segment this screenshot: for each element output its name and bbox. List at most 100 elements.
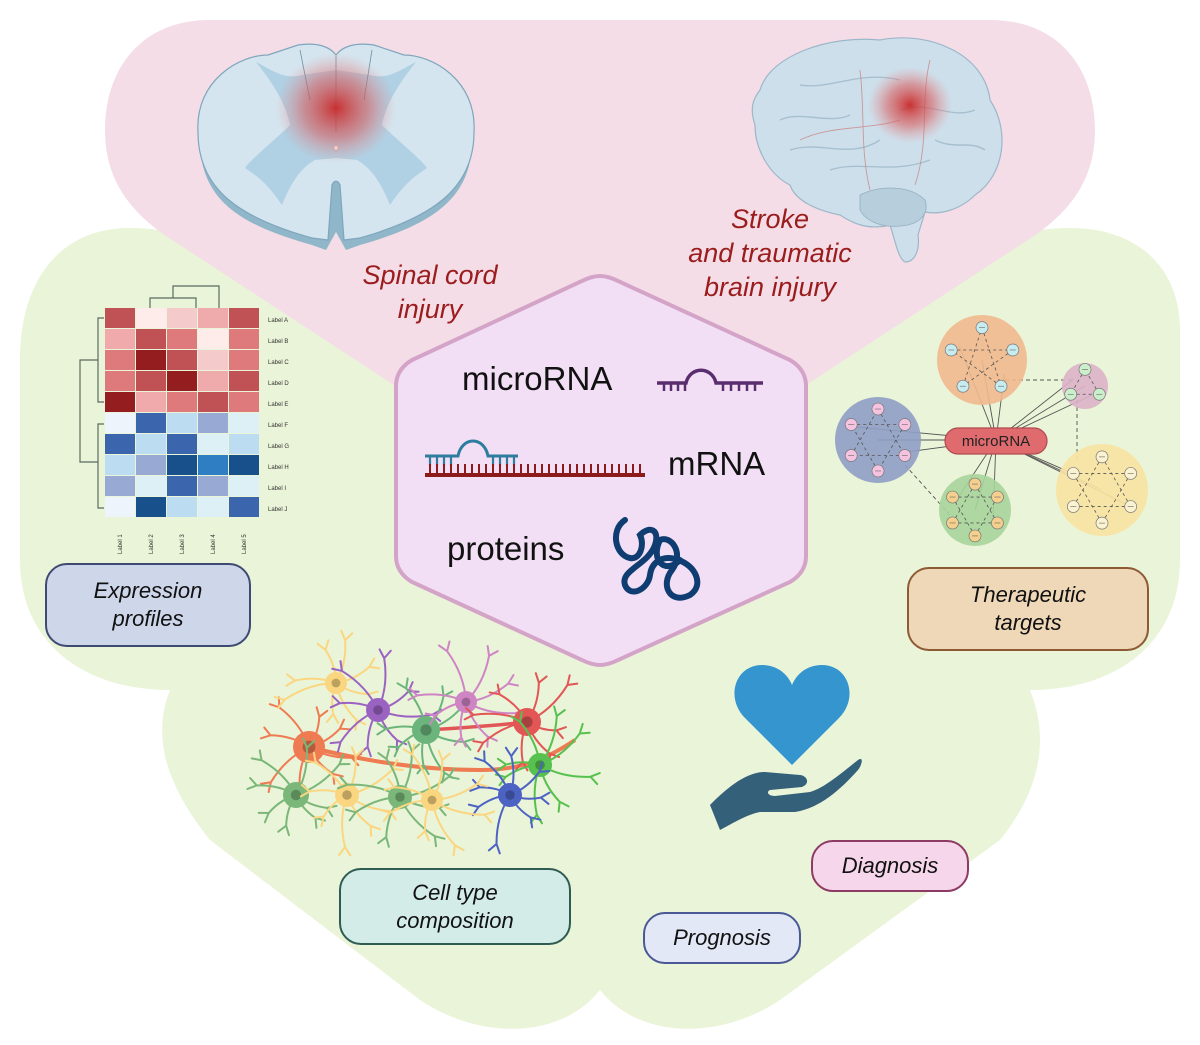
brain-illustration (751, 37, 1003, 263)
heatmap-cell (105, 392, 135, 412)
heatmap-cell (229, 413, 259, 433)
mrna-icon (425, 439, 645, 477)
heatmap-cell (198, 455, 228, 475)
expression-line1: Expression (93, 578, 203, 603)
neuron-soma (455, 691, 477, 713)
neuron-soma (513, 708, 541, 736)
neuron-nucleus (342, 790, 352, 800)
protein-icon (613, 517, 701, 601)
heatmap-cell (136, 413, 166, 433)
heatmap-cell (167, 497, 197, 517)
heatmap-cell (229, 392, 259, 412)
neuron-soma (325, 672, 347, 694)
diagnosis-label: Diagnosis (841, 853, 939, 878)
neuron-soma (388, 785, 412, 809)
heatmap-row-label: Label A (268, 318, 288, 324)
center-microrna-label: microRNA (462, 360, 613, 397)
heatmap-cell (105, 413, 135, 433)
center-mrna-label: mRNA (668, 445, 766, 482)
expression-line2: profiles (112, 606, 184, 631)
neuron-soma (335, 783, 359, 807)
microrna-icon (657, 368, 763, 391)
heatmap-row-label: Label E (268, 402, 288, 408)
heatmap-col-label: Label 3 (180, 534, 186, 554)
heatmap-cell (105, 476, 135, 496)
network-edge (1070, 369, 1086, 395)
heatmap-cell (105, 497, 135, 517)
heatmap-cell (105, 329, 135, 349)
heatmap-cell (198, 371, 228, 391)
heatmap-cell (167, 434, 197, 454)
network-edge (962, 349, 1014, 387)
expression-profiles-box: Expression profiles (45, 563, 251, 647)
brain-line3: brain injury (703, 272, 837, 302)
network-hub-label: microRNA (962, 433, 1030, 450)
heatmap-row-label: Label F (268, 423, 288, 429)
spinal-cord-injury-label: Spinal cord injury (330, 258, 530, 326)
network-edge (950, 349, 1002, 387)
heatmap-row-label: Label C (268, 360, 289, 366)
dendrogram (79, 285, 220, 509)
celltype-line1: Cell type (412, 879, 498, 905)
diagnosis-box: Diagnosis (811, 840, 969, 892)
celltype-line2: composition (396, 907, 514, 933)
neuron-soma (421, 789, 443, 811)
heatmap-cell (229, 308, 259, 328)
heatmap-row-label: Label J (268, 507, 287, 513)
network-hub (944, 427, 1048, 455)
heart-hand-icon (710, 665, 862, 830)
neuron-soma (498, 783, 522, 807)
network-edge (1084, 369, 1100, 395)
neuron-soma (366, 698, 390, 722)
neuron-nucleus (420, 724, 432, 736)
heatmap-cell (136, 476, 166, 496)
neuron-nucleus (395, 792, 405, 802)
heatmap-cell (229, 350, 259, 370)
heatmap-col-label: Label 5 (242, 534, 248, 554)
neuron-soma (412, 716, 440, 744)
heatmap-cell (229, 329, 259, 349)
heatmap-row-label: Label D (268, 381, 289, 387)
heatmap-cell (105, 308, 135, 328)
heatmap-cell (136, 371, 166, 391)
heatmap-cell (167, 476, 197, 496)
heatmap-cell (167, 329, 197, 349)
neuron-soma (283, 782, 309, 808)
cell-type-composition-box: Cell type composition (339, 868, 571, 945)
heatmap-cell (136, 329, 166, 349)
gene-cluster (835, 397, 921, 483)
heatmap-cell (198, 392, 228, 412)
heatmap-cell (198, 329, 228, 349)
heatmap-cell (167, 392, 197, 412)
gene-cluster (1056, 444, 1148, 536)
heatmap-cell (167, 371, 197, 391)
heatmap-cell (136, 455, 166, 475)
heatmap-cell (136, 350, 166, 370)
heatmap-cell (105, 371, 135, 391)
prognosis-label: Prognosis (673, 925, 771, 950)
neuron-nucleus (373, 705, 383, 715)
heatmap-cell (198, 434, 228, 454)
network-edge (850, 424, 879, 472)
heatmap-cell (136, 434, 166, 454)
heatmap-cell (229, 434, 259, 454)
heatmap-cell (198, 413, 228, 433)
heatmap-cell (167, 413, 197, 433)
heatmap-cell (198, 350, 228, 370)
brain-line2: and traumatic (688, 238, 852, 268)
network-edge (877, 408, 906, 456)
heatmap-col-label: Label 1 (118, 534, 124, 554)
heatmap-row-label: Label H (268, 465, 289, 471)
heatmap-col-label: Label 2 (149, 534, 155, 554)
heatmap-cell (229, 371, 259, 391)
therapeutic-line1: Therapeutic (969, 582, 1087, 607)
heatmap-cell (229, 497, 259, 517)
center-hexagon (394, 273, 808, 668)
spinal-line2: injury (397, 294, 463, 324)
heatmap-cell (136, 308, 166, 328)
network-edge (981, 327, 1002, 387)
neuron-nucleus (521, 716, 533, 728)
brain-line1: Stroke (730, 204, 810, 234)
